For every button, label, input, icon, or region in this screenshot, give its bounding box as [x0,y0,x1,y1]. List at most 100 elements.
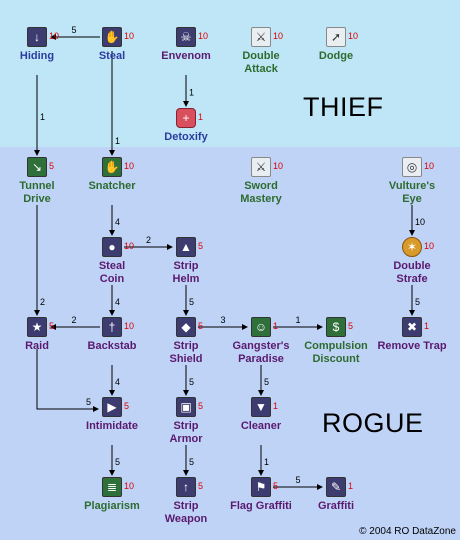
link-snatcher-to-steal-coin-level: 4 [115,217,120,227]
skill-name: Gangster's Paradise [232,340,290,365]
skill-max-level: 10 [124,481,135,491]
link-strip-armor-to-strip-weapon-level: 5 [189,457,194,467]
skill-name: Strip Armor [169,420,203,445]
remove-trap-icon[interactable]: ✖ [402,317,422,337]
link-hiding-to-tunnel-drive-level: 1 [40,112,45,122]
skill-max-level: 5 [198,241,204,251]
plagiarism-icon[interactable]: ≣ [102,477,122,497]
skill-name: Vulture's Eye [388,180,436,205]
skill-max-level: 5 [49,161,55,171]
skill-max-level: 10 [124,241,135,251]
skill-max-level: 10 [424,161,435,171]
skill-name: Steal [98,50,126,62]
skill-name: Tunnel Drive [19,180,55,205]
skill-max-level: 10 [273,31,284,41]
strip-armor-icon[interactable]: ▣ [176,397,196,417]
skill-name: Raid [25,340,49,352]
strip-helm-icon[interactable]: ▲ [176,237,196,257]
skill-name: Strip Shield [169,340,203,365]
link-raid-to-intimidate-level: 5 [86,397,91,407]
link-strip-shield-to-strip-armor-level: 5 [189,377,194,387]
skill-max-level: 5 [348,321,354,331]
skill-name: Dodge [318,50,354,62]
link-flag-graffiti-to-graffiti-level: 5 [296,475,301,485]
link-envenom-to-detoxify-level: 1 [189,88,194,98]
link-vultures-eye-to-double-strafe-level: 10 [415,217,425,227]
backstab-icon[interactable]: † [102,317,122,337]
strip-weapon-icon[interactable]: ↑ [176,477,196,497]
double-strafe-burst-icon[interactable]: ✶ [402,237,422,257]
skill-name: Flag Graffiti [230,500,292,512]
skill-name: Plagiarism [84,500,140,512]
skill-max-level: 10 [198,31,209,41]
link-strip-shield-to-gangsters-paradise-level: 3 [221,315,226,325]
skill-name: Steal Coin [98,260,126,285]
skill-name: Compulsion Discount [304,340,368,365]
skill-max-level: 10 [348,31,359,41]
compulsion-discount-icon[interactable]: $ [326,317,346,337]
link-steal-coin-to-strip-helm-level: 2 [146,235,151,245]
link-raid-to-intimidate [36,349,99,412]
skill-name: Double Attack [242,50,280,75]
dodge-icon[interactable]: ➚ [326,27,346,47]
link-cleaner-to-flag-graffiti-level: 1 [264,457,269,467]
skill-max-level: 5 [273,481,279,491]
skill-max-level: 5 [49,321,55,331]
graffiti-icon[interactable]: ✎ [326,477,346,497]
skill-max-level: 5 [198,481,204,491]
skill-max-level: 1 [198,112,204,122]
skill-max-level: 1 [273,401,279,411]
link-steal-to-hiding-level: 5 [72,25,77,35]
envenom-icon[interactable]: ☠ [176,27,196,47]
gangsters-paradise-icon[interactable]: ☺ [251,317,271,337]
link-strip-helm-to-strip-shield-level: 5 [189,297,194,307]
skill-name: Strip Helm [172,260,200,285]
steal-icon[interactable]: ✋ [102,27,122,47]
skill-name: Envenom [161,50,211,62]
link-gangsters-paradise-to-cleaner-level: 5 [264,377,269,387]
skill-max-level: 10 [273,161,284,171]
thief-section-label: THIEF [303,92,384,122]
skill-name: Intimidate [86,420,138,432]
detoxify-heart-icon[interactable]: + [176,108,196,128]
skill-max-level: 10 [124,321,135,331]
steal-coin-icon[interactable]: ● [102,237,122,257]
skill-name: Remove Trap [377,340,447,352]
copyright-credit: © 2004 RO DataZone [359,526,456,537]
skill-name: Cleaner [240,420,282,432]
skill-max-level: 10 [124,161,135,171]
skill-max-level: 10 [124,31,135,41]
intimidate-icon[interactable]: ▶ [102,397,122,417]
cleaner-icon[interactable]: ▼ [251,397,271,417]
skill-name: Graffiti [317,500,355,512]
hiding-icon[interactable]: ↓ [27,27,47,47]
sword-icon[interactable]: ⚔ [251,157,271,177]
skill-name: Snatcher [88,180,136,192]
strip-shield-icon[interactable]: ◆ [176,317,196,337]
snatcher-icon[interactable]: ✋ [102,157,122,177]
skill-max-level: 10 [49,31,60,41]
link-steal-to-snatcher-level: 1 [115,136,120,146]
tunnel-drive-icon[interactable]: ↘ [27,157,47,177]
raid-icon[interactable]: ★ [27,317,47,337]
vultures-eye-icon[interactable]: ◎ [402,157,422,177]
skill-name: Sword Mastery [240,180,282,205]
skill-max-level: 1 [348,481,354,491]
link-intimidate-to-plagiarism-level: 5 [115,457,120,467]
skill-max-level: 5 [198,401,204,411]
skill-name: Strip Weapon [164,500,208,525]
link-steal-coin-to-backstab-level: 4 [115,297,120,307]
skill-name: Backstab [87,340,137,352]
flag-graffiti-icon[interactable]: ⚑ [251,477,271,497]
link-gangsters-paradise-to-compulsion-discount-level: 1 [296,315,301,325]
skill-max-level: 1 [424,321,430,331]
link-double-strafe-to-remove-trap-level: 5 [415,297,420,307]
double-attack-icon[interactable]: ⚔ [251,27,271,47]
skill-max-level: 10 [424,241,435,251]
link-backstab-to-intimidate-level: 4 [115,377,120,387]
thief-section-band [0,0,460,147]
skill-max-level: 1 [273,321,279,331]
rogue-section-label: ROGUE [322,408,424,438]
